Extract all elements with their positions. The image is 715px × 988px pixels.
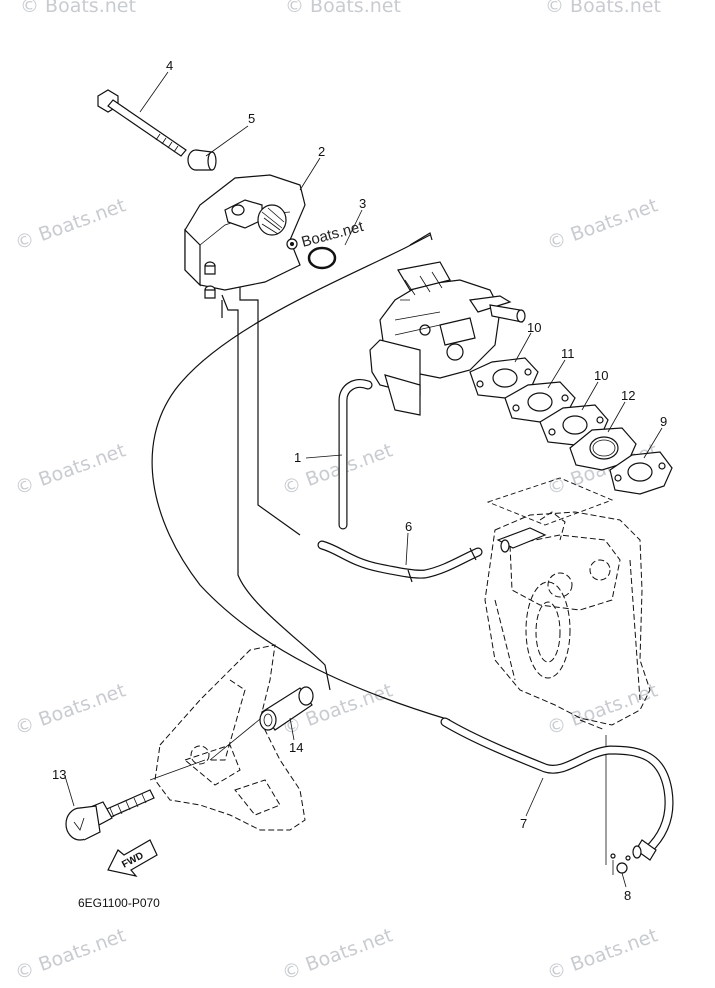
svg-text:© Boats.net: © Boats.net — [20, 0, 136, 17]
engine-block — [484, 511, 651, 731]
hose-part-6 — [317, 540, 483, 583]
hose-part-7 — [440, 717, 674, 861]
lower-housing — [149, 644, 306, 831]
callout-labels: 4 5 2 3 1 10 11 10 12 9 6 7 8 13 14 — [52, 58, 667, 903]
routing-lines — [151, 234, 614, 875]
svg-text:© Boats.net: © Boats.net — [12, 679, 128, 739]
callout-9: 9 — [660, 414, 667, 429]
leader-lines — [64, 71, 663, 888]
callout-7: 7 — [520, 816, 527, 831]
gasket-part-9 — [609, 451, 673, 495]
knob-part-13 — [65, 789, 155, 841]
gasket-part-12 — [569, 427, 637, 471]
callout-14: 14 — [289, 740, 303, 755]
callout-3: 3 — [359, 196, 366, 211]
callout-10b: 10 — [594, 368, 608, 383]
svg-text:© Boats.net: © Boats.net — [12, 439, 128, 499]
callout-8: 8 — [624, 888, 631, 903]
svg-text:© Boats.net: © Boats.net — [279, 439, 395, 499]
grommet-part-14 — [259, 686, 314, 731]
callout-13: 13 — [52, 767, 66, 782]
drain-hose-part-1 — [338, 379, 373, 530]
callout-11: 11 — [561, 346, 575, 361]
routing-line-upper — [151, 234, 451, 721]
svg-text:© Boats.net: © Boats.net — [544, 924, 660, 984]
svg-text:© Boats.net: © Boats.net — [285, 0, 401, 17]
callout-12: 12 — [621, 388, 635, 403]
silencer-part-2 — [184, 174, 306, 299]
callout-6: 6 — [405, 519, 412, 534]
clip-part-8 — [610, 853, 631, 874]
callout-5: 5 — [248, 111, 255, 126]
svg-text:© Boats.net: © Boats.net — [544, 679, 660, 739]
routing-line-fitting-b — [221, 294, 331, 691]
watermark-layer: © Boats.net © Boats.net © Boats.net © Bo… — [12, 0, 661, 985]
gaskets — [469, 357, 673, 526]
bolt-part-4 — [97, 89, 187, 157]
carburetor — [369, 232, 526, 416]
svg-text:© Boats.net: © Boats.net — [544, 194, 660, 254]
routing-line-fitting-a — [239, 285, 301, 536]
callout-4: 4 — [166, 58, 173, 73]
svg-text:© Boats.net: © Boats.net — [545, 0, 661, 17]
diagram-code: 6EG1100-P070 — [78, 896, 160, 910]
svg-text:© Boats.net: © Boats.net — [279, 924, 395, 984]
carburetor-top-cover — [397, 261, 451, 291]
fwd-arrow: FWD — [107, 839, 158, 877]
callout-2: 2 — [318, 144, 325, 159]
callout-1: 1 — [294, 450, 301, 465]
gasket-alignment-outline — [486, 477, 614, 526]
knob-arrow-icon — [73, 817, 85, 831]
svg-text:© Boats.net: © Boats.net — [12, 194, 128, 254]
collar-part-5 — [187, 149, 217, 171]
callout-10a: 10 — [527, 320, 541, 335]
gasket-part-10a — [469, 357, 539, 399]
svg-text:© Boats.net: © Boats.net — [12, 924, 128, 984]
